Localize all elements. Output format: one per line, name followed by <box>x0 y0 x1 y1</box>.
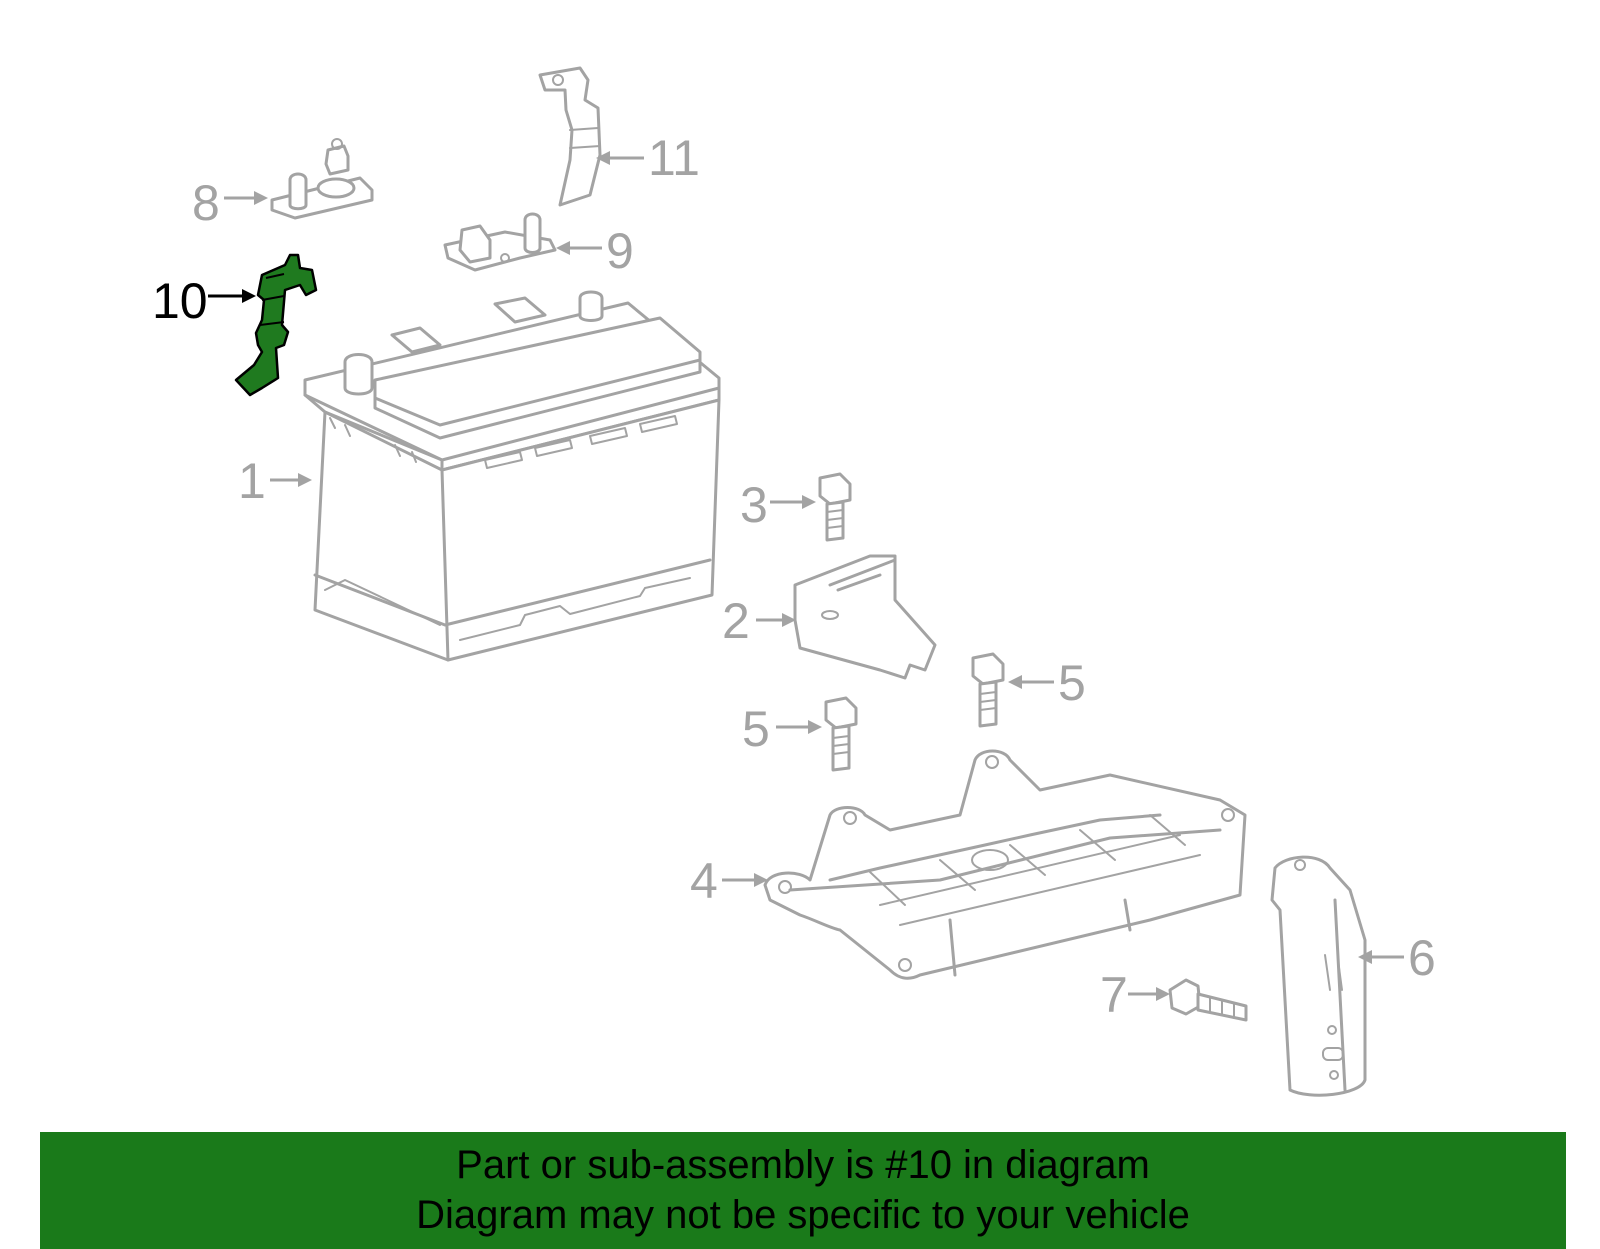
banner-line-1: Part or sub-assembly is #10 in diagram <box>456 1143 1150 1187</box>
part-11-cable[interactable] <box>538 66 602 207</box>
banner-line-2: Diagram may not be specific to your vehi… <box>416 1193 1190 1237</box>
callout-5-lower: 5 <box>742 701 822 757</box>
callout-6: 6 <box>1358 930 1436 986</box>
callout-10: 10 <box>152 273 256 329</box>
part-3-bolt[interactable] <box>818 472 852 542</box>
callout-1: 1 <box>238 453 312 509</box>
info-banner: Part or sub-assembly is #10 in diagram D… <box>40 1132 1566 1249</box>
callout-number-5-lower: 5 <box>742 701 770 757</box>
callout-2: 2 <box>722 593 796 649</box>
callout-number-7: 7 <box>1100 967 1128 1023</box>
callout-4: 4 <box>690 853 768 909</box>
callout-number-6: 6 <box>1408 930 1436 986</box>
part-9-terminal[interactable] <box>443 212 557 272</box>
part-10-highlighted[interactable] <box>234 253 318 397</box>
part-7-bolt[interactable] <box>1168 978 1248 1022</box>
part-2-hold-down-bracket[interactable] <box>793 554 937 680</box>
part-8-terminal[interactable] <box>270 138 374 220</box>
callout-11: 11 <box>596 130 700 186</box>
callout-number-4: 4 <box>690 853 718 909</box>
part-4-battery-tray[interactable] <box>763 749 1247 980</box>
callout-number-1: 1 <box>238 453 266 509</box>
callout-number-8: 8 <box>192 175 220 231</box>
callout-number-3: 3 <box>740 477 768 533</box>
part-5-bolt-lower[interactable] <box>824 696 858 772</box>
callout-9: 9 <box>556 223 634 279</box>
callout-number-5-upper: 5 <box>1058 655 1086 711</box>
callout-number-2: 2 <box>722 593 750 649</box>
callout-8: 8 <box>192 175 268 231</box>
part-1-battery[interactable] <box>303 290 721 662</box>
callout-number-9: 9 <box>606 223 634 279</box>
callout-5-upper: 5 <box>1008 655 1086 711</box>
callout-7: 7 <box>1100 967 1170 1023</box>
part-6-support-bracket[interactable] <box>1270 855 1367 1097</box>
part-5-bolt-upper[interactable] <box>971 652 1005 728</box>
callout-number-11: 11 <box>648 130 700 186</box>
callout-3: 3 <box>740 477 816 533</box>
callout-number-10: 10 <box>152 273 208 329</box>
